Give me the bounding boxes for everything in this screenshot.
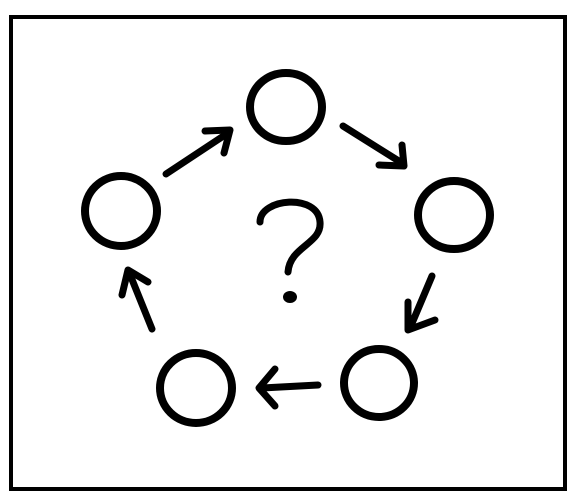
node-bottom-right	[340, 345, 418, 421]
question-mark-symbol: ?	[256, 198, 324, 303]
arrow-bottom-left-to-left	[118, 266, 156, 333]
frame-border	[9, 15, 567, 491]
node-right	[414, 177, 494, 253]
node-bottom-left	[156, 349, 236, 427]
cycle-arrows	[118, 122, 439, 410]
arrow-left-to-top	[162, 126, 234, 178]
node-left	[81, 172, 161, 250]
node-top	[246, 69, 326, 145]
arrow-right-to-bottom-right	[404, 272, 439, 334]
arrow-top-to-right	[339, 122, 408, 170]
cycle-nodes	[81, 69, 494, 427]
arrow-bottom-right-to-bottom-left	[255, 365, 322, 410]
